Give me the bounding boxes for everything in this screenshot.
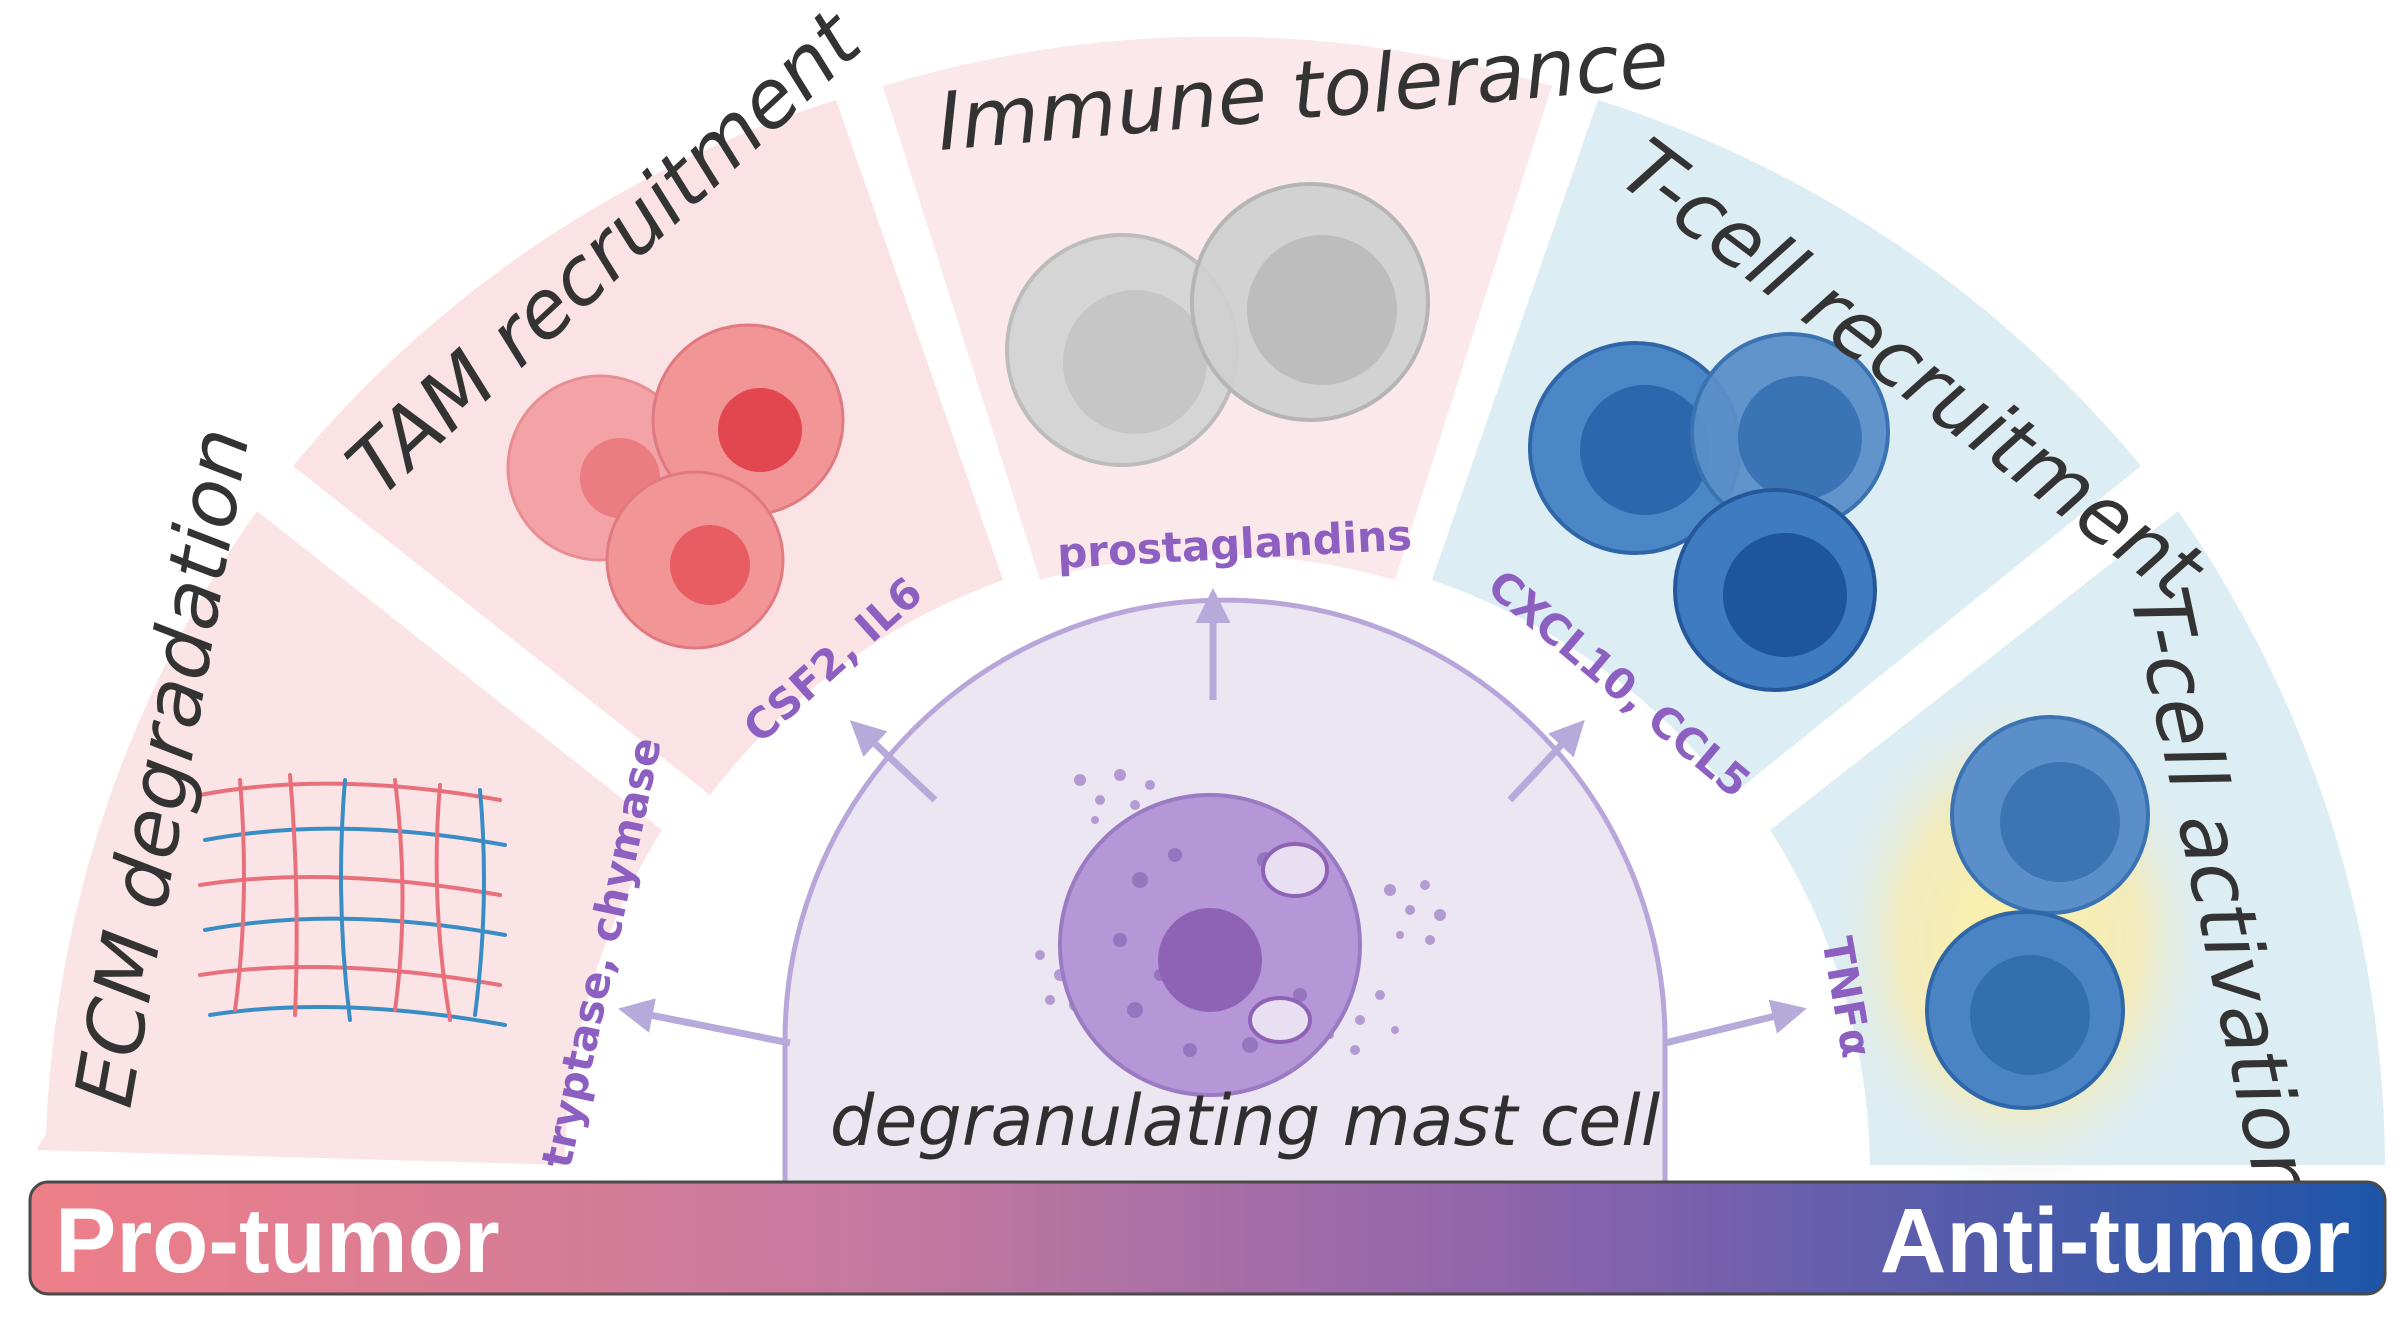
- arrow-tam: [849, 720, 938, 803]
- tam-nucleus: [670, 525, 750, 605]
- arrow-t-activate: [1664, 999, 1807, 1047]
- mast-cell-icon: [1035, 769, 1446, 1097]
- vesicle: [1248, 996, 1312, 1044]
- anti-tumor-label: Anti-tumor: [1880, 1190, 2350, 1292]
- tolerance-nucleus: [1063, 290, 1207, 434]
- t-cell-nucleus: [1738, 376, 1862, 500]
- t-cell-nucleus: [1580, 385, 1710, 515]
- tolerance-cells-icon: [1005, 182, 1430, 467]
- arrows: [618, 588, 1807, 1047]
- t-cell-recruitment-icon: [1528, 332, 1890, 692]
- tam-cells-icon: [506, 323, 845, 650]
- mast-cell-nucleus: [1158, 908, 1262, 1012]
- t-cell-activation-icon: [1925, 715, 2150, 1110]
- ecm-fibers-icon: [198, 773, 507, 1027]
- center-label: degranulating mast cell: [830, 1080, 1661, 1162]
- arrow-ecm: [618, 998, 791, 1047]
- arrow-t-recruit: [1507, 719, 1585, 803]
- t-cell-nucleus: [1970, 955, 2090, 1075]
- tam-nucleus: [718, 388, 802, 472]
- tumor-spectrum-bar: [28, 1180, 2387, 1296]
- vesicle: [1261, 842, 1329, 898]
- t-cell-nucleus: [1723, 533, 1847, 657]
- panel-ecm-degradation: [36, 511, 662, 1165]
- tolerance-nucleus: [1247, 235, 1397, 385]
- t-cell-nucleus: [2000, 762, 2120, 882]
- pro-tumor-label: Pro-tumor: [55, 1190, 500, 1292]
